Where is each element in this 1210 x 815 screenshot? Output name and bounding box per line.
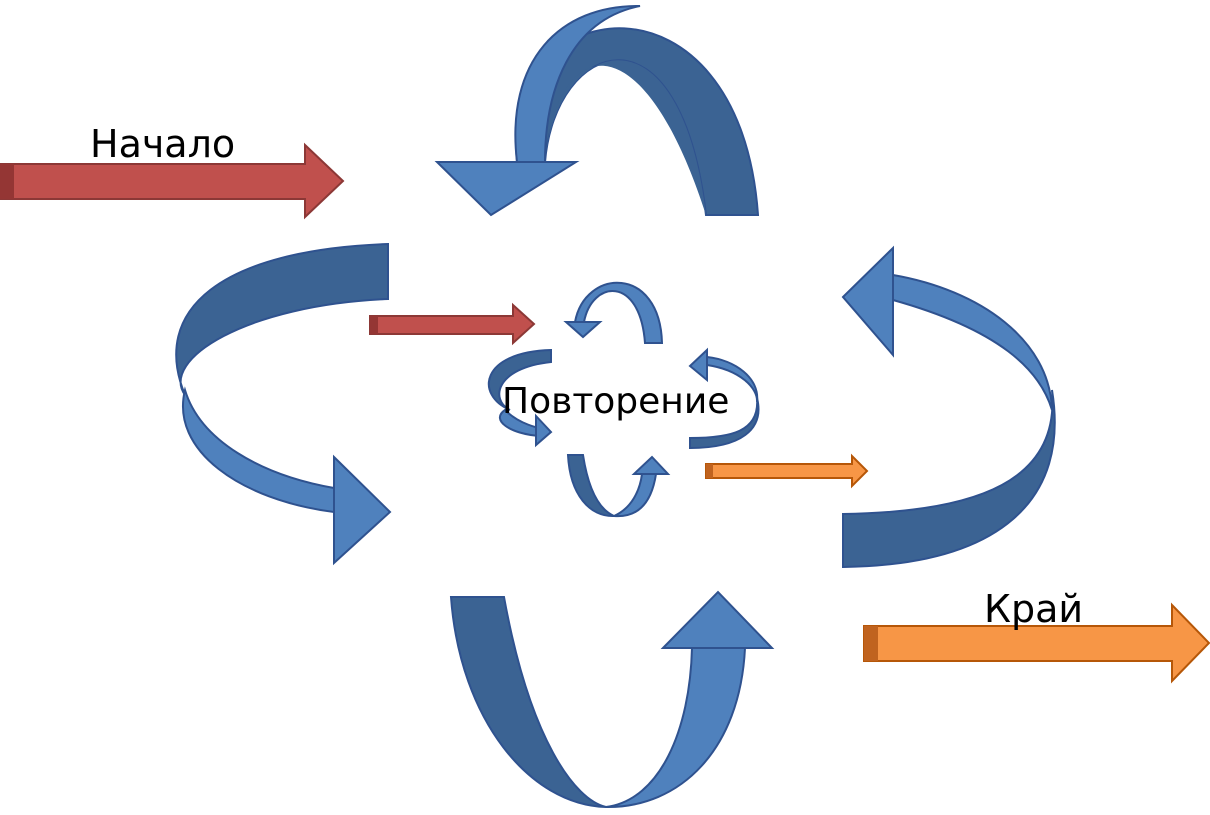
- inner-exit-arrow: [705, 453, 869, 489]
- repeat-label: Повторение: [502, 381, 729, 422]
- left-curved-arrow: [175, 242, 392, 566]
- top-curved-arrow: [434, 4, 760, 217]
- end-arrow: [863, 602, 1210, 684]
- inner-entry-arrow: [369, 302, 536, 346]
- bottom-curved-arrow: [449, 590, 775, 809]
- start-arrow: [0, 142, 345, 220]
- inner-cycle: [487, 281, 760, 518]
- right-curved-arrow: [841, 245, 1056, 569]
- end-label: Край: [984, 587, 1083, 631]
- start-label: Начало: [90, 122, 235, 166]
